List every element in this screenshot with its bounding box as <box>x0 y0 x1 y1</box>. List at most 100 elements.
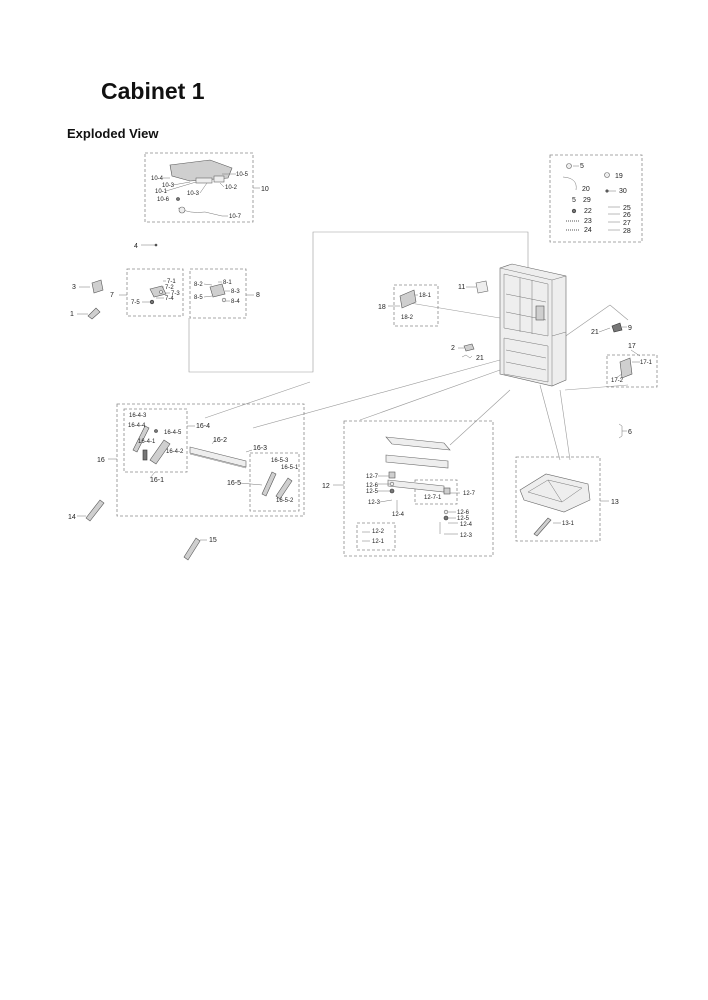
label-16-4-2: 16-4-2 <box>166 449 184 455</box>
label-12: 12 <box>322 483 330 490</box>
part-group-2-21: 2 21 <box>451 343 484 362</box>
label-22: 22 <box>584 208 592 215</box>
label-12-7-1: 12-7-1 <box>424 495 442 501</box>
label-28: 28 <box>623 228 631 235</box>
label-12-4a: 12-4 <box>392 512 405 518</box>
part-group-10: 10-4 10-3 10-1 10-3 10-5 10-2 10-6 10-7 … <box>144 152 269 223</box>
group-16-box <box>116 403 305 517</box>
label-7-2: 7-2 <box>165 285 174 291</box>
cabinet-fresh-compartment <box>503 273 549 337</box>
part-group-16: 16-4-3 16-4-4 16-4-5 16-4-1 16-4-2 16-4 … <box>97 403 305 517</box>
part-group-14-15: 14 15 <box>68 499 217 561</box>
group-16-5-box <box>249 452 300 512</box>
label-7: 7 <box>110 292 114 299</box>
label-25: 25 <box>623 205 631 212</box>
part-group-right: 21 9 17 17-1 17-2 6 <box>591 322 658 439</box>
part-12-top <box>385 436 451 451</box>
part-group-13: 13-1 13 <box>515 456 619 542</box>
part-16-5-3 <box>261 471 277 497</box>
label-16-3: 16-3 <box>253 445 267 452</box>
part-group-hardware: 5 19 20 30 5 29 25 22 26 23 27 24 28 <box>549 154 643 243</box>
label-2: 2 <box>451 345 455 352</box>
label-7-1: 7-1 <box>167 279 176 285</box>
group-12-7-box <box>414 479 458 505</box>
group-10-box <box>144 152 254 223</box>
label-18-1: 18-1 <box>419 293 432 299</box>
label-8-1: 8-1 <box>223 280 232 286</box>
label-12-5a: 12-5 <box>366 489 379 495</box>
label-16-5: 16-5 <box>227 480 241 487</box>
group-13-box <box>515 456 601 542</box>
part-17 <box>619 357 633 379</box>
part-8-bracket <box>209 283 226 298</box>
cabinet-outer <box>499 263 567 387</box>
label-10-7: 10-7 <box>229 214 242 220</box>
part-12-middle <box>385 454 449 469</box>
part-22 <box>571 208 577 214</box>
label-12-6a: 12-6 <box>366 483 379 489</box>
part-1 <box>87 307 101 320</box>
group-7-box <box>126 268 184 317</box>
label-8-3: 8-3 <box>231 289 240 295</box>
group-12-box <box>343 420 494 557</box>
label-12-1: 12-1 <box>372 539 385 545</box>
label-12-3a: 12-3 <box>368 500 381 506</box>
label-20: 20 <box>582 186 590 193</box>
hardware-box <box>549 154 643 243</box>
part-group-left-misc: 4 3 1 <box>70 243 158 320</box>
label-8: 8 <box>256 292 260 299</box>
label-1: 1 <box>70 311 74 318</box>
label-19: 19 <box>615 173 623 180</box>
label-16-4-4: 16-4-4 <box>128 423 146 429</box>
label-15: 15 <box>209 537 217 544</box>
label-7-3: 7-3 <box>171 291 180 297</box>
group-17-box <box>606 354 658 388</box>
part-16-4-4 <box>132 425 150 453</box>
label-6: 6 <box>628 429 632 436</box>
label-16-2: 16-2 <box>213 437 227 444</box>
part-6 <box>618 423 623 439</box>
label-8-2: 8-2 <box>194 282 203 288</box>
part-9 <box>611 322 623 333</box>
section-title: Exploded View <box>67 126 159 141</box>
label-12-6b: 12-6 <box>457 510 470 516</box>
label-17-1: 17-1 <box>640 360 653 366</box>
label-7-4: 7-4 <box>165 296 174 302</box>
part-16-4-2 <box>149 439 171 465</box>
label-17-2: 17-2 <box>611 378 624 384</box>
label-18-2: 18-2 <box>401 315 414 321</box>
label-27: 27 <box>623 220 631 227</box>
label-10-3a: 10-3 <box>162 183 175 189</box>
connector-lines <box>188 231 629 461</box>
part-11 <box>475 280 489 294</box>
label-10-4: 10-4 <box>151 176 164 182</box>
label-12-7a: 12-7 <box>366 474 379 480</box>
label-21b: 21 <box>591 329 599 336</box>
part-10-2 <box>213 175 225 183</box>
label-23: 23 <box>584 218 592 225</box>
part-group-7: 7-1 7-2 7-3 7-4 7-5 7 <box>110 268 184 317</box>
group-16-4-box <box>123 408 188 473</box>
part-16-2 <box>189 446 247 468</box>
label-17: 17 <box>628 343 636 350</box>
label-30: 30 <box>619 188 627 195</box>
label-26: 26 <box>623 212 631 219</box>
label-12-7b: 12-7 <box>463 491 476 497</box>
part-12-7a <box>388 471 396 479</box>
label-16-4-1: 16-4-1 <box>138 439 156 445</box>
label-16-5-3: 16-5-3 <box>271 458 289 464</box>
cabinet-freezer-compartment <box>503 337 549 383</box>
label-5: 5 <box>580 163 584 170</box>
part-5 <box>566 163 572 169</box>
part-10-6 <box>176 197 180 201</box>
label-12-4b: 12-4 <box>460 522 473 528</box>
part-16-5-2 <box>275 477 293 500</box>
part-15 <box>183 537 201 561</box>
label-16-4-3: 16-4-3 <box>129 413 147 419</box>
label-16-5-2: 16-5-2 <box>276 498 294 504</box>
part-group-18: 11 18-1 18-2 18 <box>378 280 489 327</box>
label-10: 10 <box>261 186 269 193</box>
part-13-tray <box>519 473 591 513</box>
page-title: Cabinet 1 <box>101 78 205 104</box>
label-18: 18 <box>378 304 386 311</box>
